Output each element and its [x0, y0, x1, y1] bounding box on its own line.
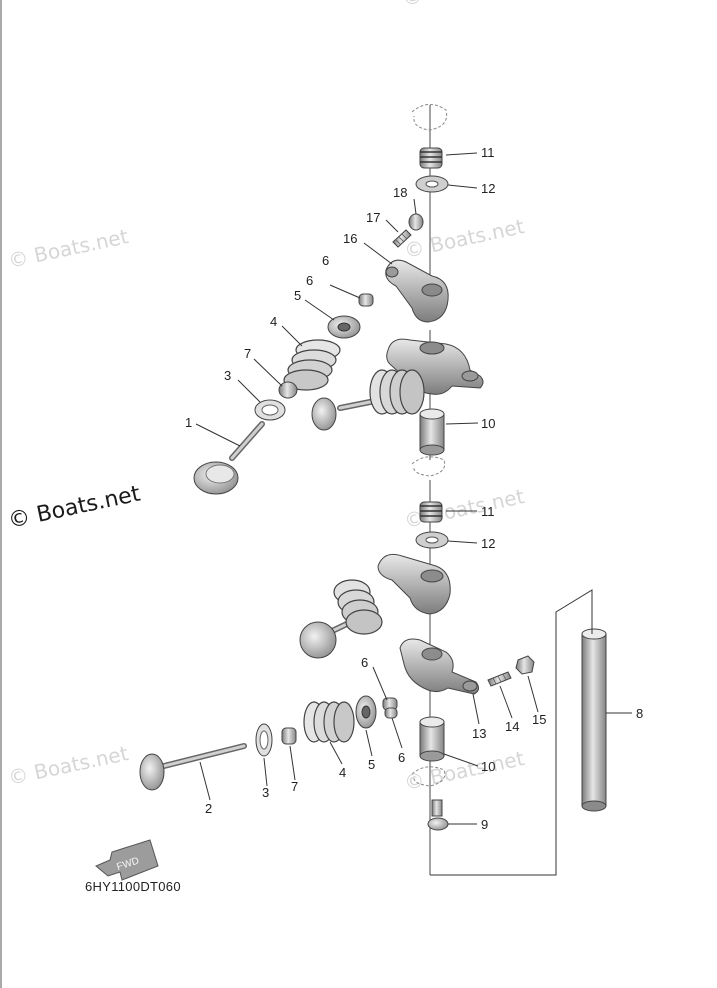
rocker-shaft-8 [581, 628, 607, 812]
valve-spring-4-lower [303, 701, 355, 743]
stem-seal-7-lower [281, 727, 297, 745]
washer-3-lower [255, 723, 273, 757]
callout-12: 12 [481, 181, 495, 196]
callout-10: 10 [481, 416, 495, 431]
leader-lines [195, 152, 632, 825]
callout-6: 6 [361, 655, 368, 670]
callout-11: 11 [481, 145, 495, 160]
pin-6-lower [382, 697, 398, 719]
valve-1-intake [193, 421, 265, 495]
nut-15 [515, 655, 535, 675]
nut-18 [408, 213, 424, 231]
callout-3: 3 [262, 785, 269, 800]
callout-4: 4 [339, 765, 346, 780]
watermark-bold: © Boats.net [6, 481, 143, 533]
callout-3: 3 [224, 368, 231, 383]
callout-6: 6 [306, 273, 313, 288]
callout-11: 11 [481, 504, 495, 519]
rocker-arm-16 [385, 259, 449, 323]
washer-12-lower [415, 531, 449, 549]
valve-2-exhaust [139, 743, 247, 791]
washer-3-upper [254, 399, 286, 421]
callout-2: 2 [205, 801, 212, 816]
circlip-bottom [411, 766, 446, 787]
pin-6-upper [358, 293, 374, 307]
washer-12-upper [415, 175, 449, 193]
adjust-screw-14 [487, 671, 512, 687]
callout-16: 16 [343, 231, 357, 246]
callout-17: 17 [366, 210, 380, 225]
rocker-arm-13 [399, 638, 480, 695]
callout-6-lower: 6 [398, 750, 405, 765]
bolt-9 [427, 799, 449, 831]
callout-labels: 11 12 18 17 16 6 6 5 4 7 3 1 10 11 12 6 … [185, 145, 643, 832]
callout-10: 10 [481, 759, 495, 774]
callout-13: 13 [472, 726, 486, 741]
spring-11-lower [419, 501, 443, 523]
spring-11-upper [419, 147, 443, 169]
callout-8: 8 [636, 706, 643, 721]
retainer-5-lower [355, 695, 377, 729]
callout-9: 9 [481, 817, 488, 832]
callout-5: 5 [294, 288, 301, 303]
circlip-mid [411, 456, 446, 477]
callout-5: 5 [368, 757, 375, 772]
callout-7: 7 [291, 779, 298, 794]
assembled-valve-upper [311, 369, 425, 431]
watermark-faint: © Boats.net [400, 0, 524, 11]
circlip-top [411, 104, 448, 131]
sleeve-10-lower [419, 716, 445, 762]
callout-12: 12 [481, 536, 495, 551]
callout-1: 1 [185, 415, 192, 430]
shaft-bracket [430, 589, 593, 876]
sleeve-10-upper [419, 408, 445, 456]
callout-18: 18 [393, 185, 407, 200]
callout-7: 7 [244, 346, 251, 361]
assembled-rocker-lower [377, 553, 451, 615]
callout-4: 4 [270, 314, 277, 329]
callout-6: 6 [322, 253, 329, 268]
adjust-screw-17 [392, 229, 412, 248]
callout-15: 15 [532, 712, 546, 727]
assembled-valve-lower [299, 579, 383, 659]
stem-seal-7-upper [278, 381, 298, 399]
retainer-5-upper [327, 315, 361, 339]
callout-14: 14 [505, 719, 519, 734]
fwd-arrow-icon: FWD [95, 839, 159, 881]
diagram-code: 6HY1100DT060 [85, 879, 181, 894]
watermark-faint: © Boats.net [6, 741, 130, 790]
watermark-faint: © Boats.net [6, 224, 130, 273]
